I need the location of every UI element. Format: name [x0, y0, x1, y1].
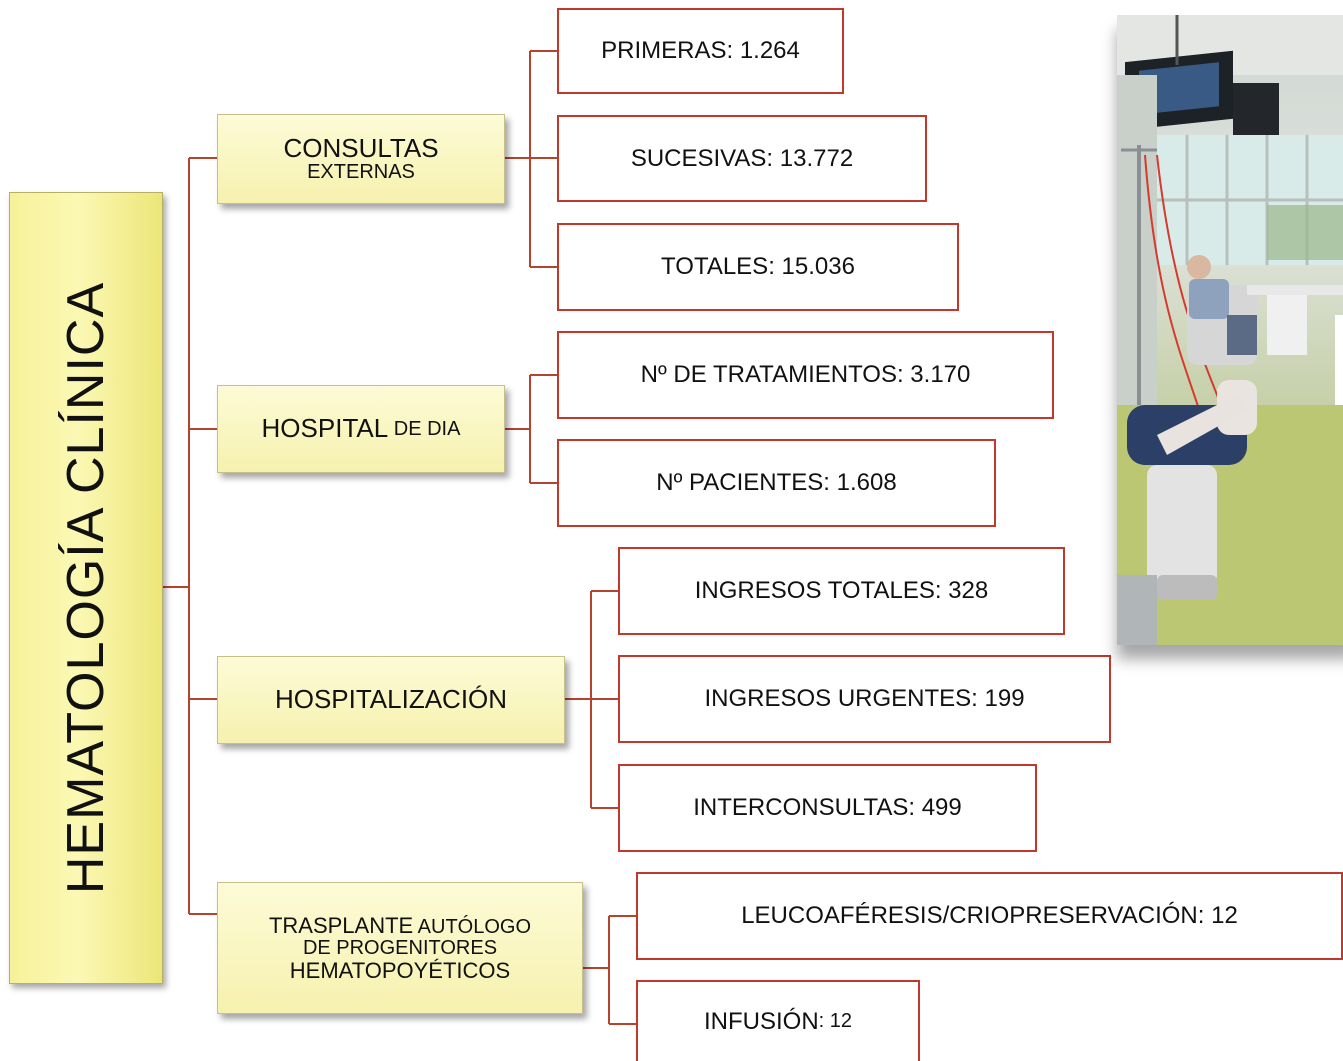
category-trasplante-line3: HEMATOPOYÉTICOS	[289, 957, 511, 983]
category-hospitalizacion-label: HOSPITALIZACIÓN	[274, 684, 508, 715]
category-hospital-rest: DE DIA	[388, 417, 461, 440]
category-trasplante-line1: TRASPLANTE AUTÓLOGO	[269, 914, 531, 938]
leaf-sucesivas: SUCESIVAS: 13.772	[557, 115, 927, 202]
leaf-primeras: PRIMERAS: 1.264	[557, 8, 844, 94]
category-hospital-word: HOSPITAL	[261, 413, 389, 444]
category-hospital-de-dia: HOSPITAL DE DIA	[217, 385, 505, 473]
leaf-ingresos-urgentes: INGRESOS URGENTES: 199	[618, 655, 1111, 743]
leaf-tratamientos: Nº DE TRATAMIENTOS: 3.170	[557, 331, 1054, 419]
leaf-infusion: INFUSIÓN: 12	[636, 980, 920, 1061]
hospital-day-ward-photo	[1117, 15, 1343, 645]
category-trasplante-rest: AUTÓLOGO	[413, 915, 532, 938]
leaf-leucoaferesis: LEUCOAFÉRESIS/CRIOPRESERVACIÓN: 12	[636, 872, 1343, 960]
category-consultas-externas: CONSULTAS EXTERNAS	[217, 114, 505, 204]
leaf-pacientes: Nº PACIENTES: 1.608	[557, 439, 996, 527]
category-trasplante-word: TRASPLANTE	[268, 912, 414, 938]
root-title: HEMATOLOGÍA CLÍNICA	[57, 281, 115, 895]
category-consultas-line1: CONSULTAS	[283, 132, 439, 163]
category-hospitalizacion: HOSPITALIZACIÓN	[217, 656, 565, 744]
leaf-totales: TOTALES: 15.036	[557, 223, 959, 311]
category-trasplante: TRASPLANTE AUTÓLOGO DE PROGENITORES HEMA…	[217, 882, 583, 1014]
root-box: HEMATOLOGÍA CLÍNICA	[9, 192, 163, 984]
category-consultas-line2: EXTERNAS	[307, 161, 415, 184]
leaf-ingresos-totales: INGRESOS TOTALES: 328	[618, 547, 1065, 635]
leaf-interconsultas: INTERCONSULTAS: 499	[618, 764, 1037, 852]
leaf-infusion-label: INFUSIÓN	[703, 1007, 819, 1035]
leaf-infusion-value: : 12	[818, 1010, 853, 1032]
photo-illustration	[1117, 15, 1343, 645]
category-trasplante-line2: DE PROGENITORES	[302, 936, 498, 959]
